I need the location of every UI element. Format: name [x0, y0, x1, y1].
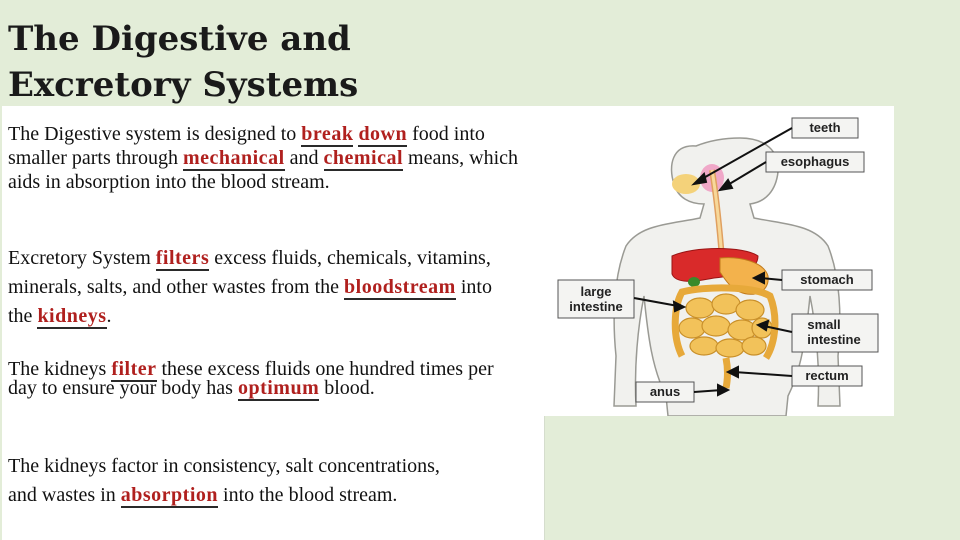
pointer-arrows: [633, 127, 793, 397]
label-large-intestine-line2: intestine: [569, 299, 622, 314]
label-stomach: stomach: [800, 272, 854, 287]
diagram-svg: teeth esophagus large intestine stomach …: [557, 117, 879, 416]
label-rectum: rectum: [805, 368, 848, 383]
paragraph-kidneys-factor: The kidneys factor in consistency, salt …: [8, 455, 440, 508]
text-panel: The Digestive system is designed to brea…: [2, 106, 545, 540]
slide-title: The Digestive and Excretory Systems: [8, 16, 358, 108]
small-intestine-organ: [678, 293, 773, 358]
label-small-intestine-line2: intestine: [807, 332, 860, 347]
term-break: break: [301, 123, 354, 147]
term-absorption: absorption: [120, 484, 219, 508]
term-filters: filters: [155, 247, 210, 271]
title-line-1: The Digestive and: [8, 19, 351, 59]
digestive-system-diagram: teeth esophagus large intestine stomach …: [544, 106, 894, 416]
label-anus: anus: [650, 384, 680, 399]
gallbladder-organ: [688, 277, 700, 287]
rectum-organ: [722, 357, 731, 389]
term-filter: filter: [111, 358, 157, 382]
term-chemical: chemical: [323, 147, 404, 171]
label-esophagus: esophagus: [781, 154, 850, 169]
term-kidneys: kidneys: [37, 305, 107, 329]
title-line-2: Excretory Systems: [8, 65, 359, 105]
label-small-intestine-line1: small: [807, 317, 840, 332]
term-down: down: [358, 123, 408, 147]
term-mechanical: mechanical: [182, 147, 285, 171]
label-teeth: teeth: [809, 120, 840, 135]
mouth-region: [672, 174, 700, 194]
large-intestine-organ: [671, 284, 779, 360]
label-large-intestine-line1: large: [580, 284, 611, 299]
term-optimum: optimum: [237, 377, 320, 401]
paragraph-excretory: Excretory System filters excess fluids, …: [8, 247, 492, 329]
term-bloodstream: bloodstream: [344, 276, 456, 300]
paragraph-kidneys-filter: The kidneys filter these excess fluids o…: [8, 358, 494, 401]
paragraph-digestive: The Digestive system is designed to brea…: [8, 123, 519, 193]
